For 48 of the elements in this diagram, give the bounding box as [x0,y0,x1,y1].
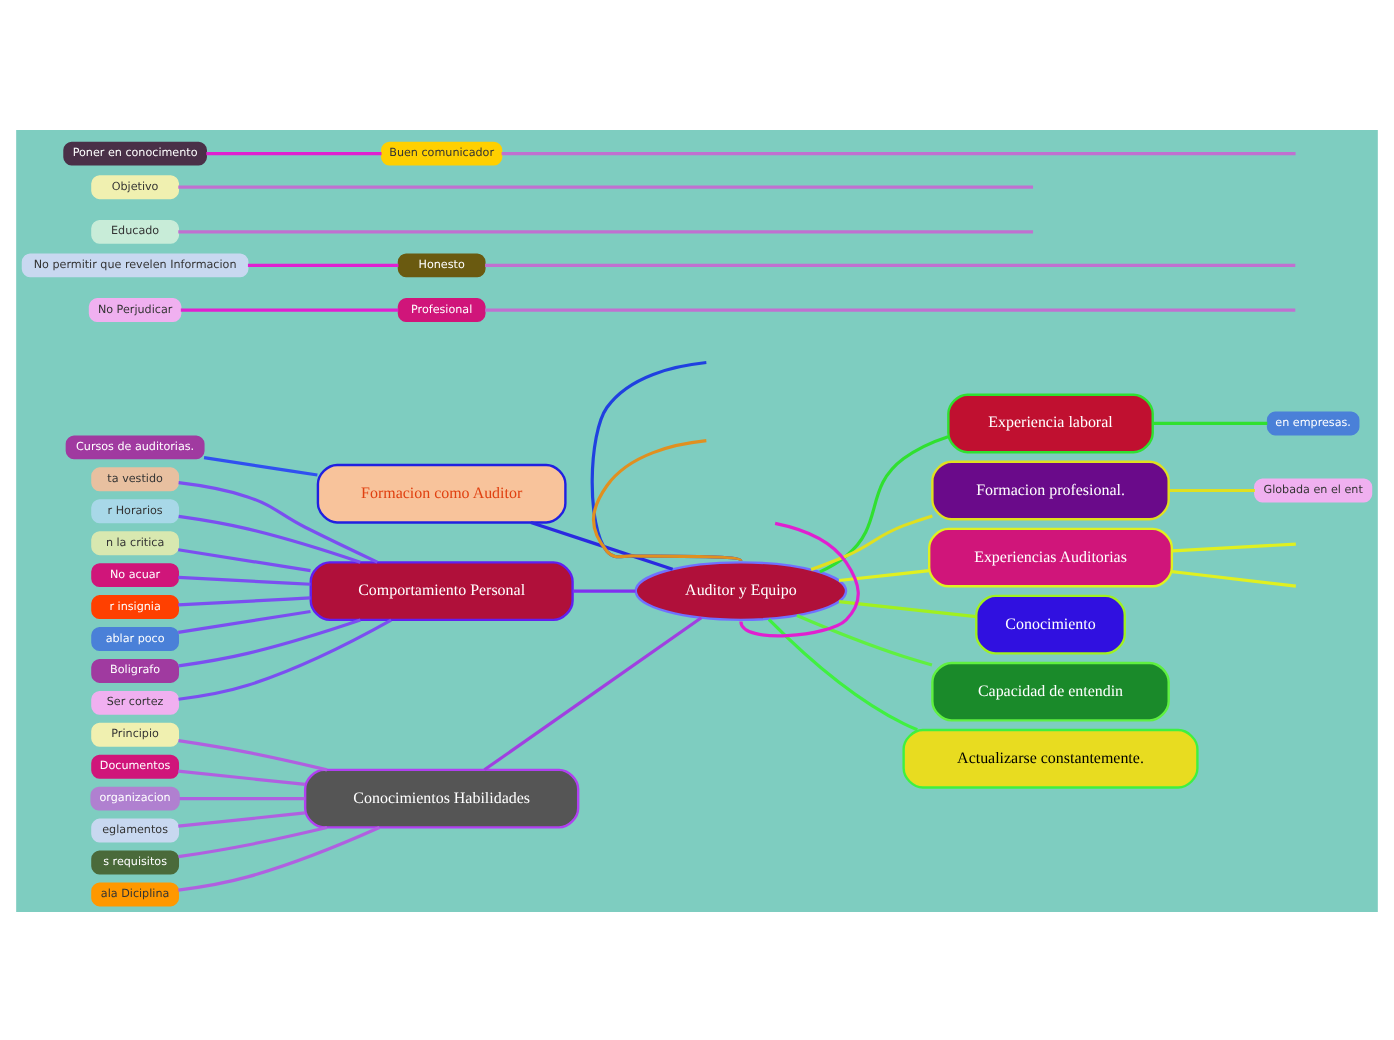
connector [178,825,380,891]
node-box: Experiencias Auditorias [928,526,1174,587]
connector [178,617,392,700]
node-box: Experiencia laboral [947,392,1154,453]
connector [178,810,306,827]
connector [247,262,399,266]
connector [501,151,1296,155]
connector [180,307,399,311]
node-box: Capacidad de entendin [931,660,1170,721]
connector [178,513,361,563]
connector [485,262,1296,266]
connector [483,615,703,771]
connector [178,608,311,633]
connector [178,617,361,667]
connector [572,588,636,592]
connector [178,595,311,606]
connector [1153,420,1268,425]
connector [530,520,674,570]
connector [203,455,318,476]
connector [1168,487,1255,492]
connector [838,568,930,582]
connector [1171,541,1296,552]
connector [1171,569,1297,587]
connector [206,151,382,155]
node-box: Conocimientos Habilidades [303,767,580,828]
connector [838,599,977,618]
connector [767,617,918,731]
connector [796,613,933,666]
connector [178,229,1034,233]
node-box: Formacion profesional. [931,459,1170,520]
connector [178,824,328,858]
node-box: Actualizarse constantemente. [902,727,1199,788]
node-box: Conocimiento [975,593,1126,654]
node-box: Formacion como Auditor [316,462,567,523]
connector [739,520,860,637]
connector [810,513,933,571]
connector [178,574,311,585]
connector [178,547,311,572]
connector [179,796,305,800]
connector [485,307,1296,311]
connector [178,184,1034,188]
connector [178,768,306,785]
connector [591,438,742,562]
connector [819,434,949,573]
node-box: Comportamiento Personal [309,560,574,621]
connector [178,738,328,771]
node-ellipse: Auditor y Equipo [634,560,848,621]
connector [178,480,378,563]
